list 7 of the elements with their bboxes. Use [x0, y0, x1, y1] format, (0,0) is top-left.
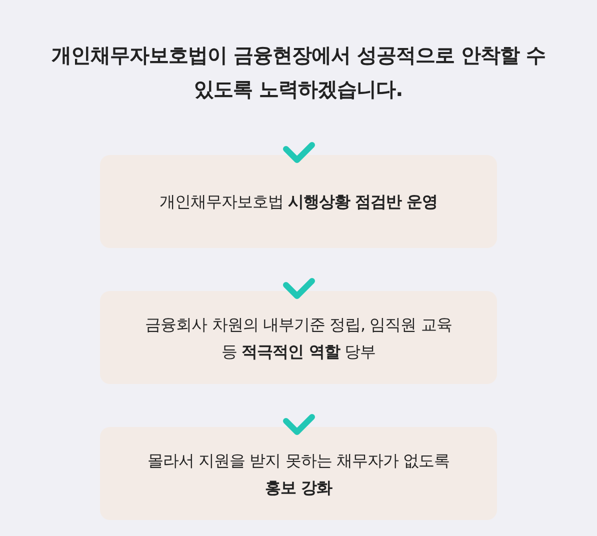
title: 개인채무자보호법이 금융현장에서 성공적으로 안착할 수 있도록 노력하겠습니다.	[50, 42, 546, 103]
step-text: 몰라서 지원을 받지 못하는 채무자가 없도록 홍보 강화	[146, 450, 450, 498]
step-card	[100, 291, 497, 384]
step-text: 금융회사 차원의 내부기준 정립, 임직원 교육 등 적극적인 역할 당부	[144, 314, 453, 362]
step-text: 개인채무자보호법 시행상황 점검반 운영	[159, 191, 438, 213]
step-card	[100, 155, 497, 248]
step-card	[100, 427, 497, 520]
